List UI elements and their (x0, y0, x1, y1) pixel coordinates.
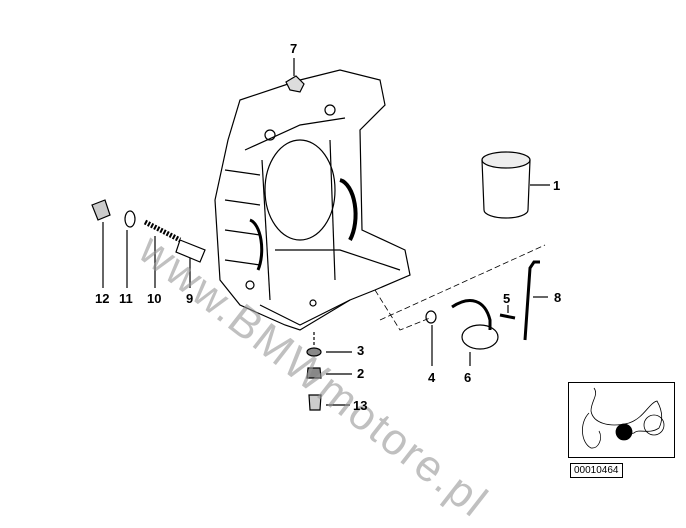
location-marker-icon (615, 423, 633, 441)
label-part-4: 4 (428, 370, 436, 385)
parts-drawing (91, 58, 550, 411)
label-part-7: 7 (290, 41, 298, 56)
label-part-11: 11 (119, 291, 133, 306)
label-part-13: 13 (353, 398, 368, 413)
gearbox-housing (214, 69, 411, 331)
part-1-oil-filter (481, 151, 550, 219)
label-part-8: 8 (554, 290, 562, 305)
label-part-5: 5 (503, 291, 511, 306)
motorcycle-locator-thumbnail (568, 382, 675, 458)
parts-drain-group (306, 332, 352, 411)
part-7-elbow-fitting (285, 58, 305, 93)
label-part-3: 3 (357, 343, 365, 358)
parts-right-group (425, 260, 548, 366)
label-part-9: 9 (186, 291, 194, 306)
parts-left-group (91, 199, 206, 288)
label-part-6: 6 (464, 370, 472, 385)
diagram-code: 00010464 (570, 463, 623, 478)
assembly-axis-line (374, 244, 546, 331)
label-part-1: 1 (553, 178, 561, 193)
label-part-10: 10 (147, 291, 162, 306)
label-part-12: 12 (95, 291, 110, 306)
label-part-2: 2 (357, 366, 365, 381)
